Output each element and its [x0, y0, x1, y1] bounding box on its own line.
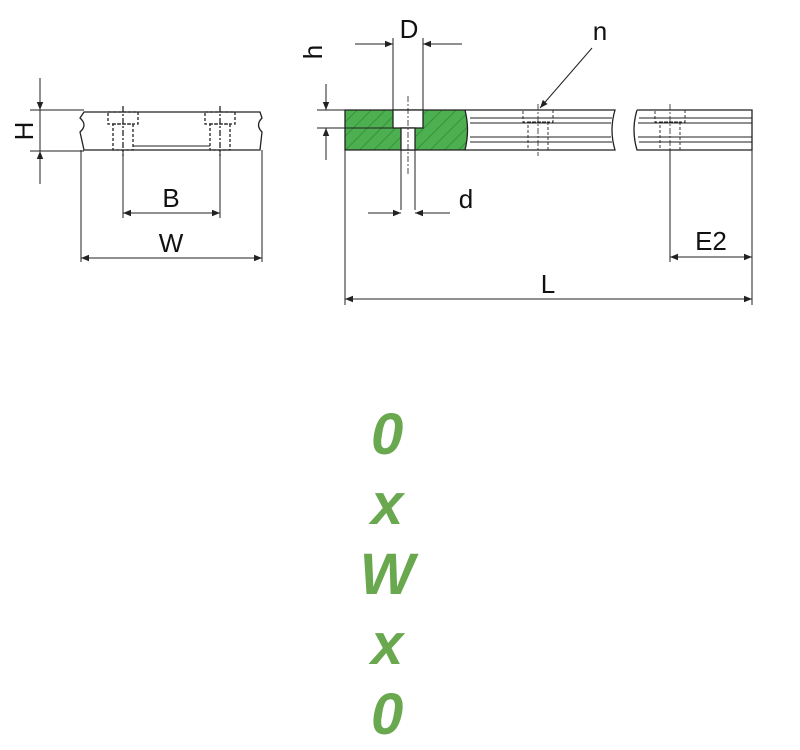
label-E2: E2 — [695, 226, 727, 256]
label-d: d — [459, 184, 473, 214]
dim-h — [317, 84, 393, 160]
rail-side-end — [633, 109, 753, 151]
side-view — [344, 96, 753, 210]
dim-L — [344, 150, 752, 305]
formula-part-3: W — [359, 542, 417, 607]
end-view-hole-right — [204, 106, 236, 156]
dim-W — [80, 150, 263, 262]
leader-n — [539, 47, 593, 109]
size-formula: 0 x W x 0 — [0, 330, 740, 750]
rail-side-middle — [465, 109, 616, 151]
dim-H — [30, 78, 84, 184]
dim-B — [122, 150, 221, 218]
label-W: W — [159, 228, 184, 258]
label-h: h — [298, 45, 328, 59]
rail-end-outline — [79, 111, 263, 151]
label-D: D — [400, 14, 419, 44]
formula-part-1: 0 — [370, 402, 406, 467]
label-B: B — [162, 183, 179, 213]
label-n: n — [593, 16, 607, 46]
dim-E2 — [669, 150, 753, 305]
label-H: H — [9, 122, 39, 141]
end-view — [79, 106, 263, 156]
end-view-hole-left — [107, 106, 139, 156]
formula-part-5: 0 — [370, 682, 406, 747]
dim-D — [355, 38, 462, 110]
formula-part-2: x — [370, 472, 406, 537]
label-L: L — [541, 269, 555, 299]
rail-drawing: H B W — [9, 14, 753, 305]
formula-part-4: x — [370, 612, 406, 677]
